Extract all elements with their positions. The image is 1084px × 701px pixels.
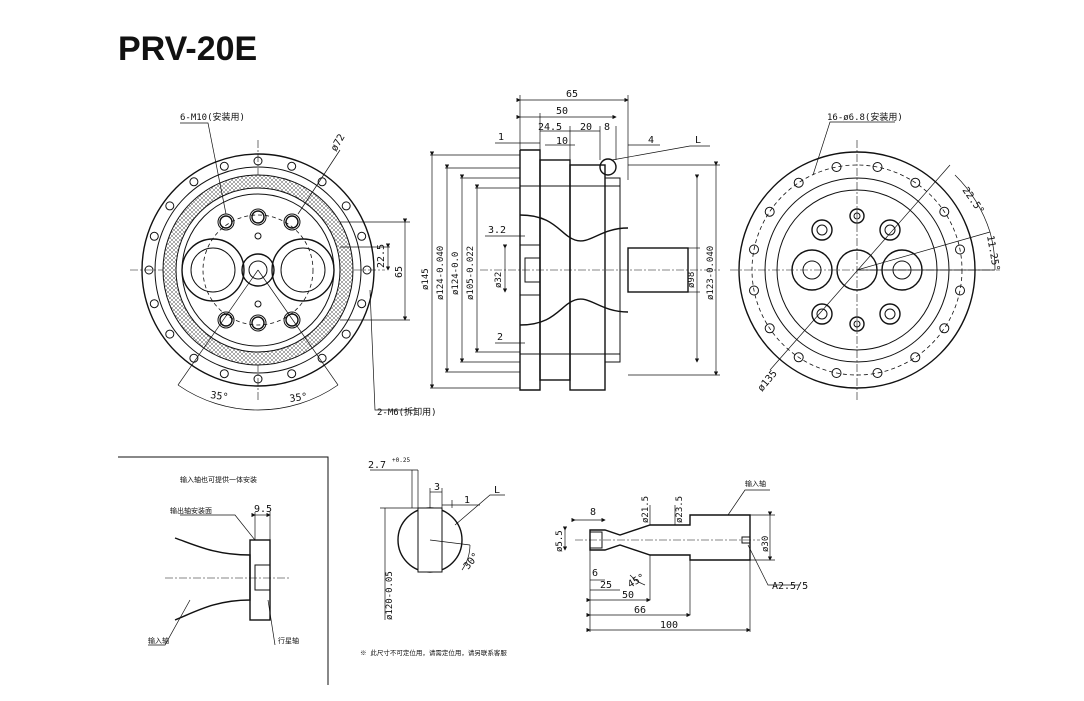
- front-outer-hole: [149, 299, 159, 309]
- rear-dia-135: ø135: [756, 368, 780, 394]
- side-dim-2: 2: [497, 332, 503, 343]
- detail-L-dim-3: 3: [434, 482, 440, 493]
- detail-shaft-angle-45: 45°: [626, 572, 647, 591]
- front-outer-hole: [357, 231, 367, 241]
- detail-shaft-a25-label: A2.5/5: [772, 581, 808, 592]
- side-dia-105: ø105-0.022: [466, 246, 476, 300]
- side-dia-145: ø145: [421, 268, 431, 290]
- rear-outer-hole: [910, 352, 921, 363]
- rear-outer-hole: [955, 244, 965, 255]
- detail-L-dia-120: ø120-0.05: [385, 571, 395, 620]
- front-outer-hole: [165, 329, 175, 339]
- rear-outer-hole: [955, 285, 965, 296]
- front-outer-hole: [219, 161, 229, 171]
- detail-shaft-dim-6: 6: [592, 568, 598, 579]
- detail-shaft-dia-21-5: ø21.5: [641, 496, 651, 523]
- side-view: [429, 95, 720, 391]
- detail-shaft-dia-30: ø30: [761, 536, 771, 552]
- front-outer-hole: [362, 265, 372, 275]
- front-outer-hole: [287, 161, 297, 171]
- detail-shaft-dim-8: 8: [590, 507, 596, 518]
- front-outer-hole: [287, 369, 297, 379]
- side-dim-24-5: 24.5: [538, 122, 562, 133]
- rear-outer-hole: [831, 368, 842, 378]
- detail-shaft-dim-50: 50: [622, 590, 634, 601]
- rear-outer-hole: [793, 352, 804, 363]
- front-outer-hole: [144, 265, 154, 275]
- rear-outer-hole: [872, 368, 883, 378]
- detail-shaft-dim-25: 25: [600, 580, 612, 591]
- front-outer-holes: [144, 156, 372, 384]
- front-view: [130, 122, 415, 411]
- front-holes-bottom-label: 2-M6(拆卸用): [377, 406, 437, 418]
- front-dia-72: ø72: [329, 132, 348, 153]
- side-dim-50: 50: [556, 106, 568, 117]
- side-dia-124a: ø124-0.040: [436, 246, 446, 300]
- detail-motor-output-label: 行星轴: [278, 636, 299, 645]
- front-angle-right: 35°: [289, 392, 308, 405]
- detail-L-angle-30: 30°: [462, 551, 482, 572]
- side-dim-65: 65: [566, 89, 578, 100]
- rear-outer-hole: [939, 206, 950, 217]
- detail-motor-title: 输入轴也可提供一体安装: [180, 475, 257, 484]
- detail-motor-dim-9-5: 9.5: [254, 504, 272, 515]
- side-dim-8: 8: [604, 122, 610, 133]
- detail-motor-flange-label: 输出轴安装面: [170, 506, 212, 515]
- detail-shaft-dia-5-5: ø5.5: [555, 530, 565, 552]
- detail-L-tol-2-7: +0.25: [392, 457, 410, 464]
- front-outer-hole: [357, 299, 367, 309]
- side-dim-10: 10: [556, 136, 568, 147]
- detail-shaft-input-label: 输入轴: [745, 479, 766, 488]
- rear-view: [730, 121, 1000, 400]
- detail-L-label: L: [494, 485, 500, 496]
- side-label-L: L: [695, 135, 701, 146]
- front-angle-left: 35°: [210, 390, 229, 403]
- rear-outer-hole: [764, 206, 775, 217]
- detail-shaft-dim-66: 66: [634, 605, 646, 616]
- front-outer-hole: [189, 177, 199, 187]
- side-dim-1: 1: [498, 132, 504, 143]
- rear-outer-hole: [793, 177, 804, 188]
- rear-angle-22-5: 22.5°: [960, 185, 986, 216]
- detail-motor: [118, 456, 329, 685]
- front-outer-hole: [165, 201, 175, 211]
- rear-outer-hole: [872, 162, 883, 172]
- side-dia-124b: ø124-0.0: [451, 252, 461, 295]
- rear-outer-hole: [749, 244, 759, 255]
- detail-shaft-dim-100: 100: [660, 620, 678, 631]
- rear-angle-11-25: 11.25°: [984, 235, 1001, 272]
- front-holes-top-label: 6-M10(安装用): [180, 111, 245, 123]
- side-dia-32: ø32: [494, 272, 504, 288]
- page-title: PRV-20E: [118, 30, 258, 68]
- detail-L-dim-2-7: 2.7: [368, 460, 386, 471]
- front-dim-22-5: 22.5: [376, 244, 387, 268]
- rear-outer-hole: [764, 323, 775, 334]
- front-outer-hole: [253, 374, 263, 384]
- rear-holes-label: 16-ø6.8(安装用): [827, 111, 903, 123]
- detail-L-dim-1: 1: [464, 495, 470, 506]
- rear-outer-hole: [939, 323, 950, 334]
- rear-outer-hole: [749, 285, 759, 296]
- front-outer-hole: [149, 231, 159, 241]
- side-dim-4: 4: [648, 135, 654, 146]
- front-dim-65: 65: [394, 266, 405, 278]
- side-dim-20: 20: [580, 122, 592, 133]
- detail-motor-input-label: 输入轴: [148, 636, 169, 645]
- rear-outer-holes: [749, 162, 965, 378]
- detail-shaft: [562, 489, 800, 633]
- detail-L: [370, 469, 505, 620]
- side-dia-98: ø98: [687, 272, 697, 288]
- rear-outer-hole: [831, 162, 842, 172]
- detail-L-note: ※ 此尺寸不可定位用，请需定位用，请另联系客服: [360, 648, 507, 657]
- side-dia-123: ø123-0.040: [706, 246, 716, 300]
- front-outer-hole: [341, 329, 351, 339]
- front-outer-hole: [341, 201, 351, 211]
- detail-shaft-dia-23-5: ø23.5: [675, 496, 685, 523]
- side-dim-3-2: 3.2: [488, 225, 506, 236]
- front-outer-hole: [253, 156, 263, 166]
- rear-outer-hole: [910, 177, 921, 188]
- front-outer-hole: [219, 369, 229, 379]
